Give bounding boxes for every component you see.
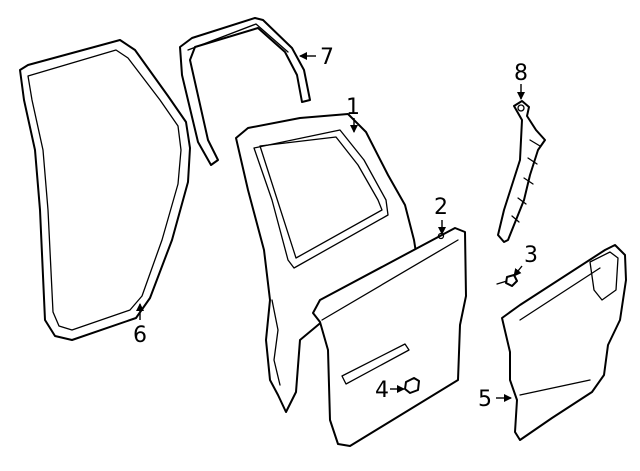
callout-8: 8 [514,61,528,86]
door-weatherstrip-part [19,39,191,341]
callout-5: 5 [478,387,492,412]
window-channel-part [179,17,311,166]
leader-lines [136,52,525,402]
callout-4: 4 [375,378,389,403]
callout-6: 6 [133,323,147,348]
inner-panel-part [501,244,627,441]
seal-strip-part [497,100,546,243]
callout-7: 7 [320,45,334,70]
callout-2: 2 [434,195,448,220]
door-shell-part [235,113,419,413]
callout-1: 1 [346,95,360,120]
callout-3: 3 [524,243,538,268]
clip-part [404,377,420,394]
screw-part [496,274,518,287]
